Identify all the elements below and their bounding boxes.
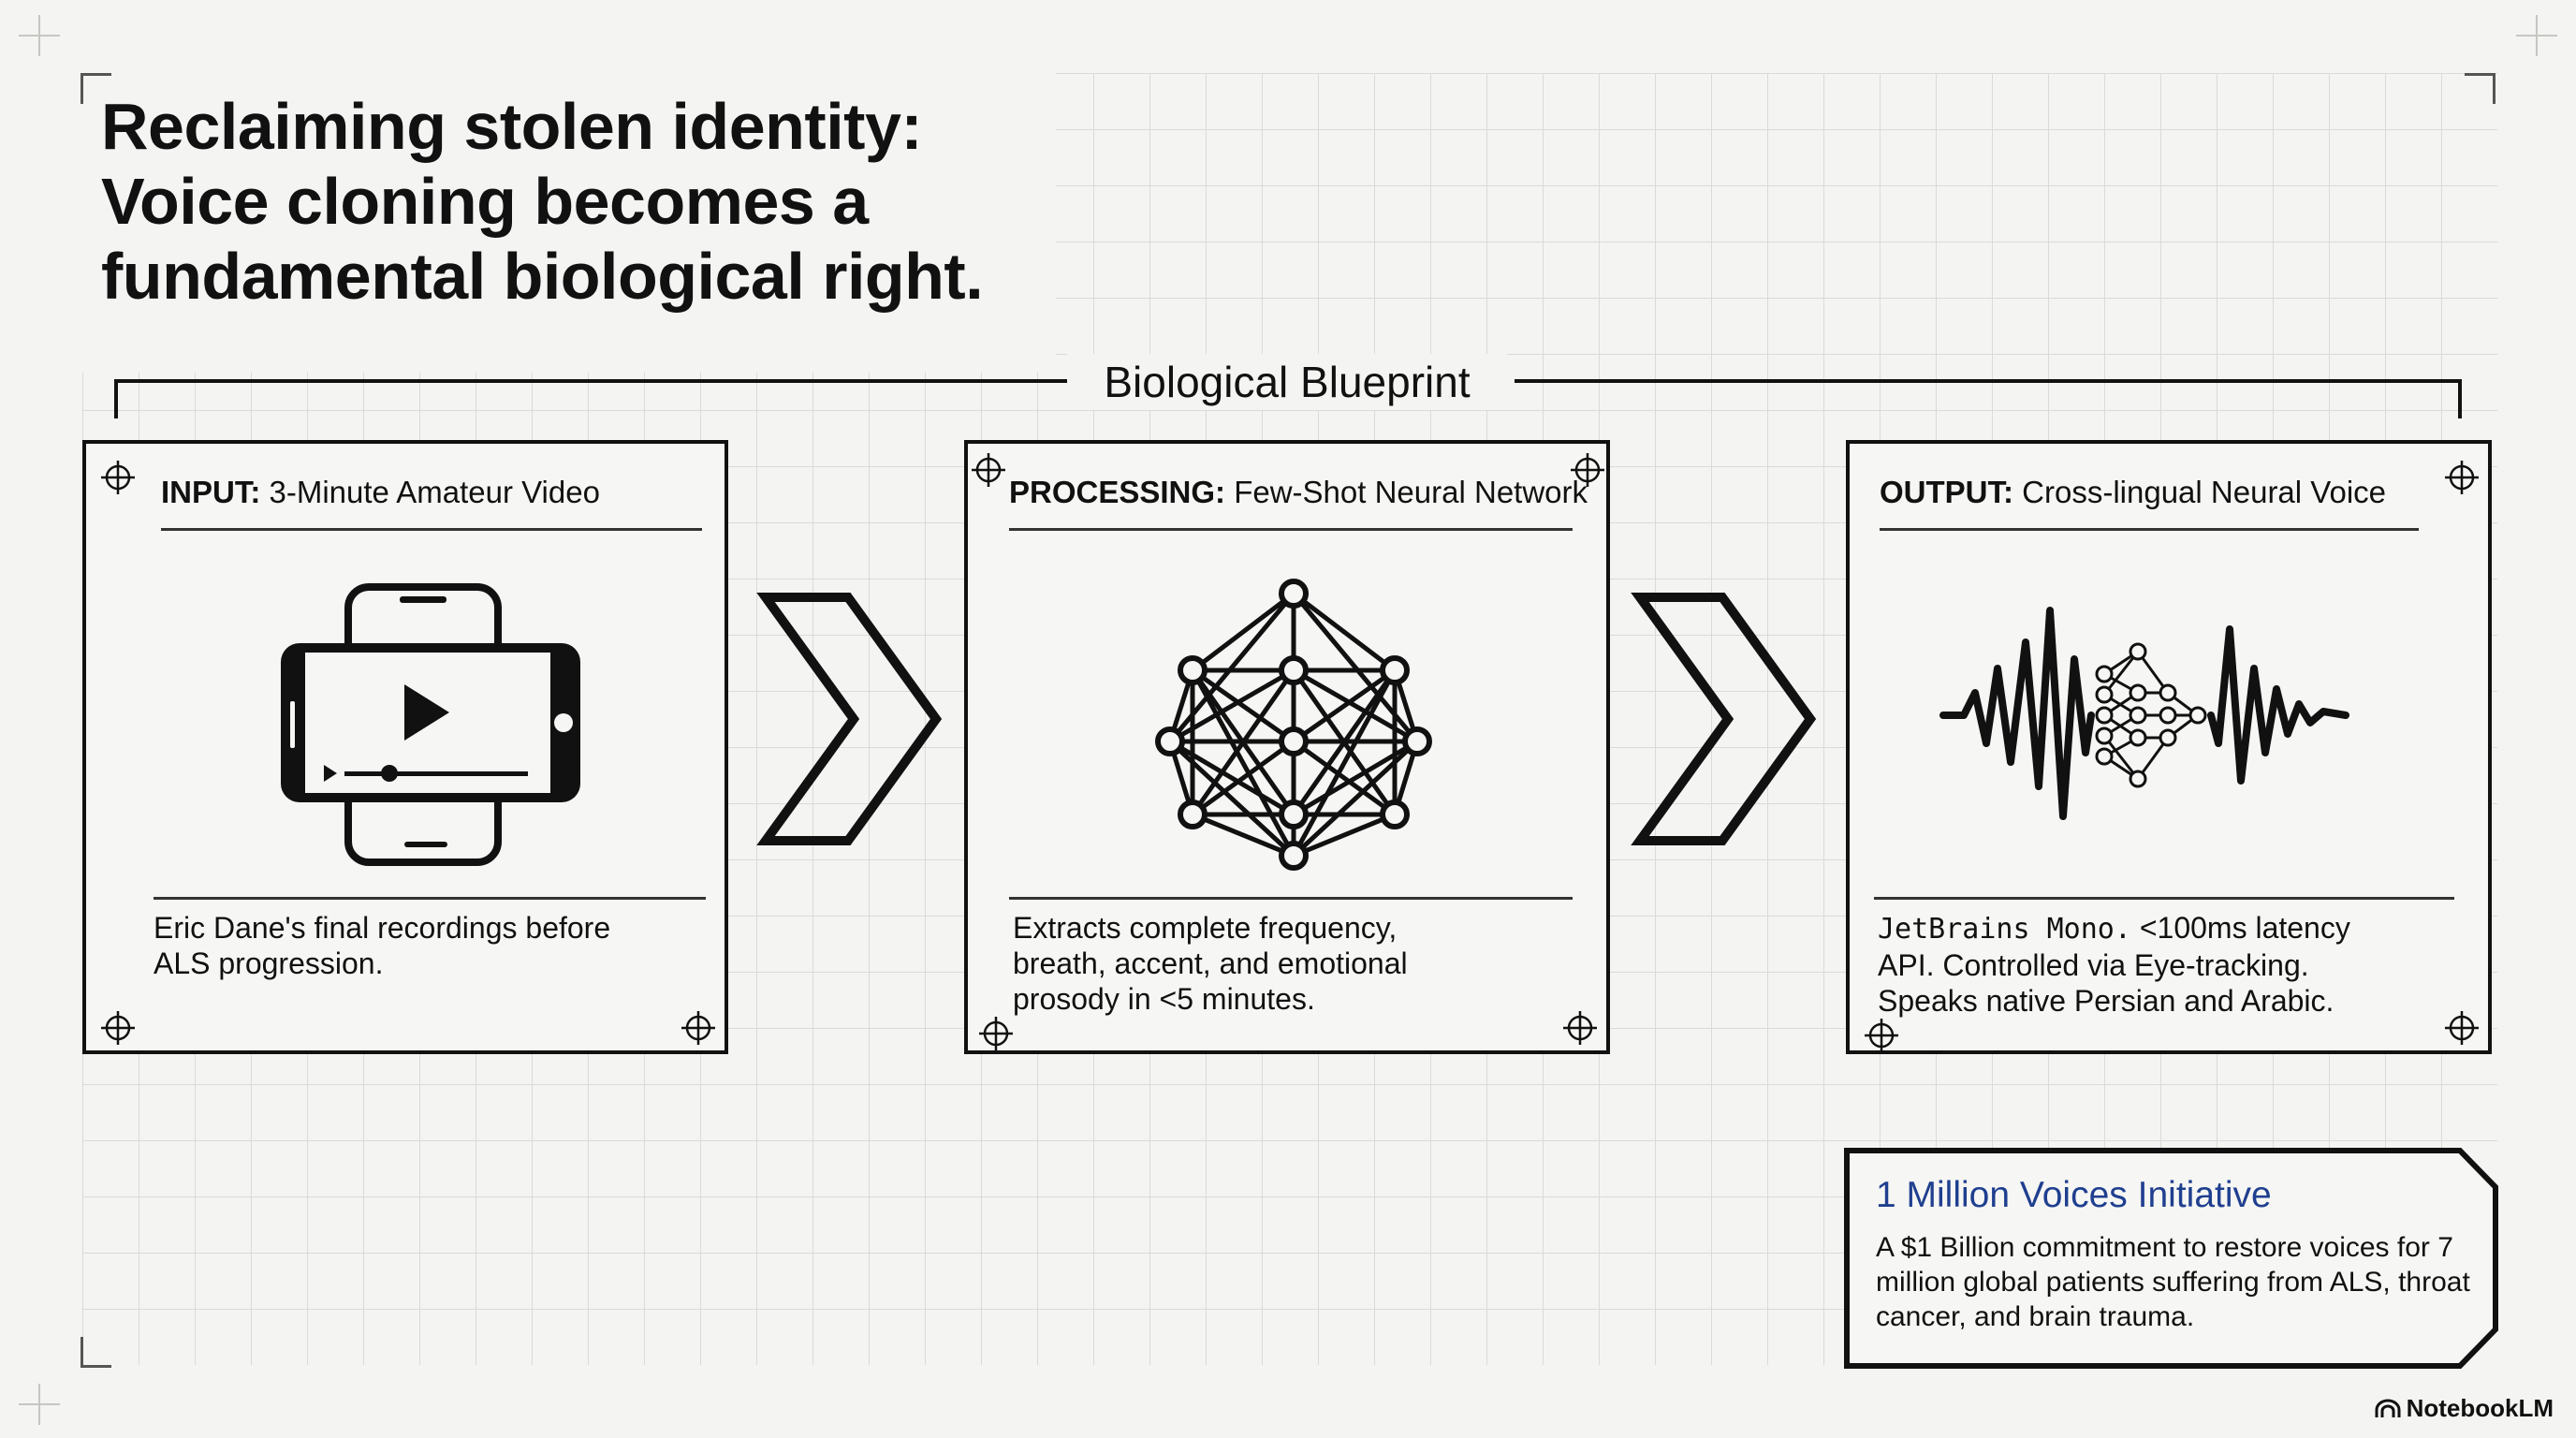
panel-processing-description: Extracts complete frequency, breath, acc… bbox=[1013, 911, 1408, 1016]
crosshair-icon bbox=[101, 461, 135, 494]
frame-corner-top-right bbox=[2465, 73, 2496, 104]
frame-corner-top-left bbox=[80, 73, 111, 104]
crosshair-icon bbox=[979, 1017, 1013, 1050]
panel-processing-heading-strong: PROCESSING: bbox=[1009, 475, 1226, 509]
brand-mark: NotebookLM bbox=[2375, 1394, 2554, 1423]
crosshair-icon bbox=[1865, 1019, 1898, 1052]
panel-input-heading-strong: INPUT: bbox=[161, 475, 261, 509]
slide-title: Reclaiming stolen identity: Voice clonin… bbox=[101, 89, 1131, 314]
plus-mark-bottom-left bbox=[19, 1384, 60, 1425]
panel-output-description: JetBrains Mono. <100ms latency API. Cont… bbox=[1878, 910, 2477, 1019]
panel-output-heading: OUTPUT: Cross-lingual Neural Voice bbox=[1880, 472, 2386, 513]
neural-network-node bbox=[1178, 800, 1208, 829]
panel-output: OUTPUT: Cross-lingual Neural Voice bbox=[1846, 440, 2492, 1054]
neural-network-node bbox=[1279, 726, 1309, 756]
brand-name: NotebookLM bbox=[2406, 1394, 2554, 1422]
smartphone-video-icon bbox=[281, 583, 580, 866]
crosshair-icon bbox=[2445, 461, 2479, 494]
crosshair-icon bbox=[1563, 1011, 1597, 1045]
crosshair-icon bbox=[681, 1011, 715, 1045]
neural-network-node bbox=[1279, 800, 1309, 829]
callout-box bbox=[1844, 1148, 2498, 1369]
panel-processing-rule-bottom bbox=[1009, 897, 1573, 900]
panel-input-rule-top bbox=[161, 528, 702, 531]
panel-processing: PROCESSING: Few-Shot Neural Network Extr… bbox=[964, 440, 1610, 1054]
panel-output-rule-bottom bbox=[1874, 897, 2454, 900]
chevron-right-icon bbox=[756, 593, 943, 845]
panel-input-heading: INPUT: 3-Minute Amateur Video bbox=[161, 472, 600, 513]
callout-body: A $1 Billion commitment to restore voice… bbox=[1876, 1232, 2470, 1332]
panel-processing-rule-top bbox=[1009, 528, 1573, 531]
neural-voice-waveform-icon bbox=[1939, 607, 2349, 820]
panel-input-rule-bottom bbox=[154, 897, 706, 900]
panel-output-description-text: <100ms latency API. Controlled via Eye-t… bbox=[1878, 911, 2350, 1018]
title-line-3: fundamental biological right. bbox=[101, 240, 984, 313]
title-line-1: Reclaiming stolen identity: bbox=[101, 90, 923, 163]
neural-network-icon bbox=[1155, 579, 1432, 871]
section-bracket bbox=[114, 379, 2462, 418]
crosshair-icon bbox=[101, 1011, 135, 1045]
neural-network-node bbox=[1402, 726, 1432, 756]
panel-output-heading-text: Cross-lingual Neural Voice bbox=[2022, 475, 2387, 509]
crosshair-icon bbox=[972, 453, 1005, 487]
panel-output-description-mono: JetBrains Mono. bbox=[1878, 913, 2131, 946]
panel-output-rule-top bbox=[1880, 528, 2419, 531]
neural-network-node bbox=[1279, 579, 1309, 609]
panel-output-heading-strong: OUTPUT: bbox=[1880, 475, 2013, 509]
panel-processing-heading: PROCESSING: Few-Shot Neural Network bbox=[1009, 472, 1588, 513]
frame-corner-bottom-left bbox=[80, 1337, 111, 1368]
neural-network-node bbox=[1380, 800, 1410, 829]
neural-network-node bbox=[1279, 841, 1309, 871]
title-backdrop bbox=[82, 73, 1056, 373]
crosshair-icon bbox=[2445, 1011, 2479, 1045]
neural-network-node bbox=[1155, 726, 1185, 756]
callout-title: 1 Million Voices Initiative bbox=[1876, 1175, 2272, 1215]
neural-network-node bbox=[1178, 655, 1208, 685]
plus-mark-top-left bbox=[19, 15, 60, 56]
panel-input: INPUT: 3-Minute Amateur Video Eric Dane'… bbox=[82, 440, 728, 1054]
neural-network-node bbox=[1380, 655, 1410, 685]
panel-input-description: Eric Dane's final recordings before ALS … bbox=[154, 911, 611, 980]
title-line-2: Voice cloning becomes a bbox=[101, 165, 869, 238]
plus-mark-top-right bbox=[2516, 15, 2557, 56]
chevron-right-icon bbox=[1631, 593, 1817, 845]
neural-network-node bbox=[1279, 655, 1309, 685]
notebooklm-logo-icon bbox=[2375, 1399, 2401, 1417]
panel-input-heading-text: 3-Minute Amateur Video bbox=[269, 475, 600, 509]
crosshair-icon bbox=[1571, 453, 1604, 487]
section-label: Biological Blueprint bbox=[1067, 354, 1507, 410]
panel-processing-heading-text: Few-Shot Neural Network bbox=[1234, 475, 1588, 509]
